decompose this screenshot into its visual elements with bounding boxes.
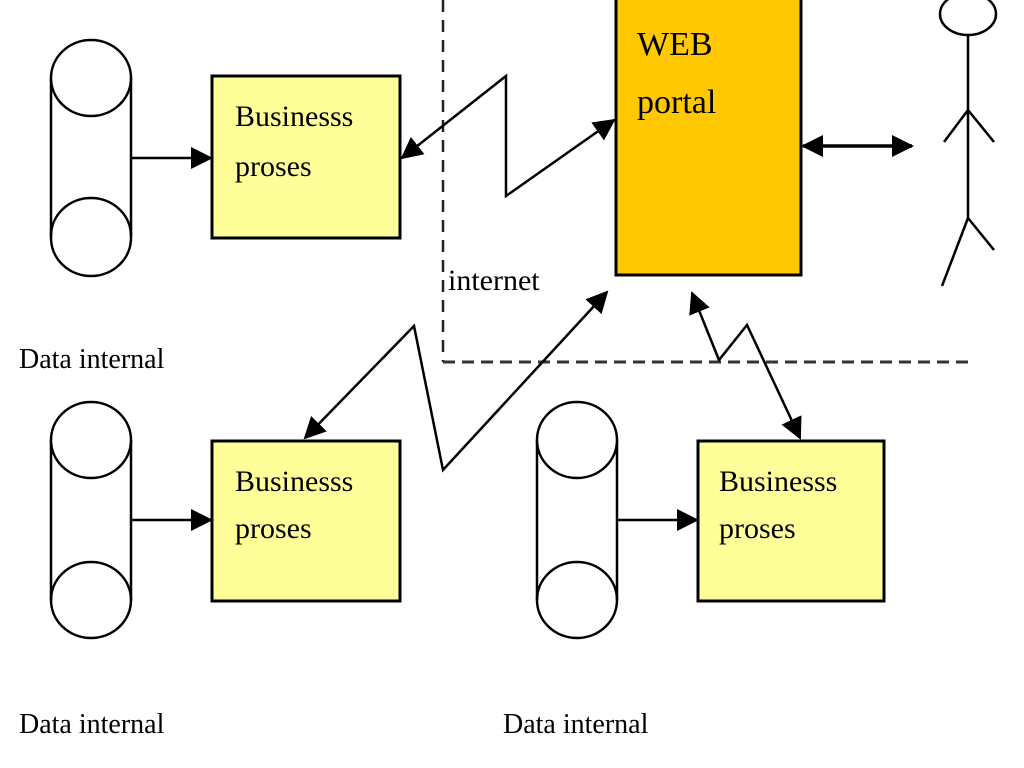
datastore-2-caption: Data internal — [19, 709, 165, 740]
process-2-box[interactable] — [210, 439, 402, 603]
datastore-1-caption: Data internal — [19, 344, 165, 375]
process-1-box[interactable] — [210, 74, 402, 240]
datastore-1[interactable]: Data internal — [19, 38, 165, 375]
datastore-1-cylinder-bottom-arc — [49, 196, 133, 237]
process-2-label-line2: proses — [235, 512, 312, 545]
process-3-label-line2: proses — [719, 512, 796, 545]
process-1-label-line2: proses — [235, 150, 312, 183]
actor-arm-right — [967, 109, 995, 143]
process-1-label-line1: Businesss — [235, 100, 353, 133]
process-3[interactable]: Businesss proses — [696, 439, 886, 603]
web-portal-label-line1: WEB — [637, 26, 713, 63]
datastore-2-cylinder-top — [49, 400, 133, 480]
datastore-3-cylinder-body — [535, 440, 619, 640]
process-1[interactable]: Businesss proses — [210, 74, 402, 240]
process-1-portal-connection — [400, 73, 616, 199]
process-2-portal-connection — [303, 290, 609, 473]
actor-head — [938, 0, 998, 37]
web-portal[interactable]: WEB portal — [614, 0, 803, 277]
datastore-2-cylinder-body — [49, 440, 133, 640]
process-3-portal-connection — [689, 291, 802, 440]
datastore-3[interactable]: Data internal — [503, 400, 649, 740]
user-actor-icon — [938, 0, 998, 287]
datastore-3-cylinder-top — [535, 400, 619, 480]
datastore-3-cylinder-bottom-arc — [535, 560, 619, 601]
datastore-2-cylinder-bottom-arc — [49, 560, 133, 601]
actor-leg-right — [967, 217, 995, 251]
web-portal-label-line2: portal — [637, 84, 716, 121]
process-3-label-line1: Businesss — [719, 465, 837, 498]
process-2[interactable]: Businesss proses — [210, 439, 402, 603]
datastore-1-cylinder-top — [49, 38, 133, 118]
actor-leg-left — [940, 217, 970, 287]
datastore-2[interactable]: Data internal — [19, 400, 165, 740]
process-2-label-line1: Businesss — [235, 465, 353, 498]
process-3-box[interactable] — [696, 439, 886, 603]
actor-arm-left — [943, 109, 969, 143]
internet-label: internet — [448, 264, 540, 297]
datastore-3-caption: Data internal — [503, 709, 649, 740]
datastore-1-cylinder-body — [49, 78, 133, 278]
web-portal-box[interactable] — [614, 0, 803, 277]
